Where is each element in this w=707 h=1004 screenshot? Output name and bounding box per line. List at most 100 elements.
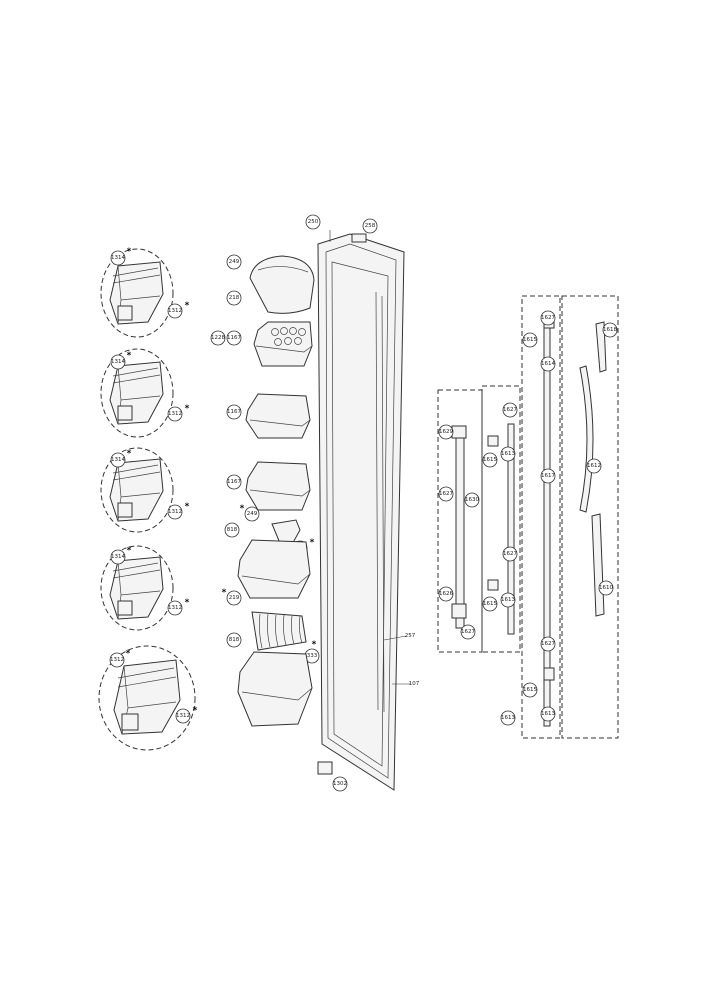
egg-tray-shelf: 1228 1167 <box>210 321 313 367</box>
callout-label: 1314 <box>111 554 125 560</box>
callout-label: 1627 <box>439 491 453 497</box>
asterisk-mark: * <box>185 301 190 311</box>
asterisk-mark: * <box>127 351 132 361</box>
callout-label: 1314 <box>111 255 125 261</box>
callout-bubble <box>167 504 183 520</box>
asterisk-mark: * <box>193 706 198 716</box>
asterisk-mark: * <box>240 504 245 514</box>
callout-label: 249 <box>229 259 240 265</box>
handle-panel-2: 1627 1615 1613 1627 1615 1613 <box>481 385 521 653</box>
callout-bubble <box>167 600 183 616</box>
callout-label: 1312 <box>110 657 124 663</box>
door-bin-group-2: 1314 * 1312 * <box>100 348 190 438</box>
asterisk-mark: * <box>127 546 132 556</box>
callout-label: 1312 <box>176 713 190 719</box>
handle-body <box>579 365 594 513</box>
asterisk-mark: * <box>310 538 315 548</box>
callout-label: 1167 <box>227 335 241 341</box>
dashed-group-outline <box>100 248 174 338</box>
door-bin-group-4: 1314 * 1312 * <box>100 545 190 631</box>
callout-label: 1613 <box>541 711 555 717</box>
callout-label: 1228 <box>211 335 225 341</box>
dashed-panel <box>437 389 483 653</box>
asterisk-mark: * <box>126 649 131 659</box>
callout-label: 1314 <box>111 457 125 463</box>
callout-label: 1167 <box>227 409 241 415</box>
door-bin-group-3: 1314 * 1312 * <box>100 447 190 533</box>
callout-label: 1314 <box>111 359 125 365</box>
callout-label: 257 <box>405 633 416 639</box>
callout-bubble <box>110 250 126 266</box>
callout-label: 1614 <box>541 361 555 367</box>
handle-lower <box>591 513 605 617</box>
callout-label: 1618 <box>603 327 617 333</box>
bin-clip <box>117 405 133 421</box>
asterisk-mark: * <box>127 449 132 459</box>
callout-label: 1613 <box>501 715 515 721</box>
callout-label: 1629 <box>439 429 453 435</box>
callout-label: 1615 <box>483 601 497 607</box>
dashed-group-outline <box>100 447 174 533</box>
bin-clip <box>117 502 133 518</box>
callout-label: 1613 <box>501 597 515 603</box>
callout-label: 1312 <box>168 509 182 515</box>
door-shelf-4: 818 <box>224 522 311 599</box>
callout-label: 1610 <box>599 585 613 591</box>
bin-clip <box>117 305 133 321</box>
label-plate <box>351 233 367 243</box>
door-gasket <box>375 291 385 713</box>
asterisk-mark: * <box>185 502 190 512</box>
slotted-rack: 219 * 333 * <box>222 588 320 664</box>
door-bin-group-5: 1312 * 1312 * <box>98 645 198 751</box>
callout-label: 818 <box>229 637 240 643</box>
dashed-panel <box>481 385 521 653</box>
asterisk-mark: * <box>185 404 190 414</box>
door-panel <box>317 233 405 791</box>
callout-label: 249 <box>247 511 258 517</box>
callout-label: 1615 <box>523 337 537 343</box>
bin-clip <box>121 713 139 731</box>
callout-label: 1302 <box>333 781 347 787</box>
dashed-group-outline <box>100 545 174 631</box>
callout-label: 1312 <box>168 308 182 314</box>
handle-trim <box>507 423 515 635</box>
callout-label: 1612 <box>587 463 601 469</box>
handle-panel-1: 1629 1627 1630 1626 1627 <box>437 389 483 653</box>
callout-label: 258 <box>365 223 376 229</box>
callout-bubble <box>175 708 191 724</box>
callout-label: 1615 <box>483 457 497 463</box>
callout-label: 333 <box>307 653 318 659</box>
dashed-group-outline <box>98 645 196 751</box>
dashed-group-outline <box>100 348 174 438</box>
callout-label: 250 <box>308 219 319 225</box>
callout-label: 1312 <box>168 411 182 417</box>
callout-bubble <box>167 303 183 319</box>
door-shelf-3: 1167 <box>226 461 311 511</box>
callout-label: 218 <box>229 295 240 301</box>
dashed-panel <box>561 295 619 739</box>
callout-label: 1627 <box>541 315 555 321</box>
callout-label: 1167 <box>227 479 241 485</box>
asterisk-mark: * <box>312 640 317 650</box>
door-hinge-part <box>317 761 333 775</box>
callout-label: 1627 <box>503 551 517 557</box>
asterisk-mark: * <box>185 598 190 608</box>
callout-label: 1626 <box>439 591 453 597</box>
callout-label: 1617 <box>541 473 555 479</box>
handle-panel-3: 1627 1615 1614 1617 1627 1615 1613 1613 <box>500 295 561 739</box>
callout-label: 1627 <box>503 407 517 413</box>
callout-bubble <box>110 452 126 468</box>
asterisk-mark: * <box>127 247 132 257</box>
callout-label: 1613 <box>501 451 515 457</box>
callout-bubble <box>109 652 125 668</box>
dairy-cover: 249 218 <box>226 254 315 314</box>
handle-cap <box>595 321 607 373</box>
door-assembly: 250 258 257 107 1302 <box>305 214 420 792</box>
door-shelf-2: 1167 <box>226 393 311 439</box>
callout-label: 1630 <box>465 497 479 503</box>
bin-clip <box>117 600 133 616</box>
handle-trim-long <box>543 315 551 727</box>
callout-label: 1627 <box>541 641 555 647</box>
